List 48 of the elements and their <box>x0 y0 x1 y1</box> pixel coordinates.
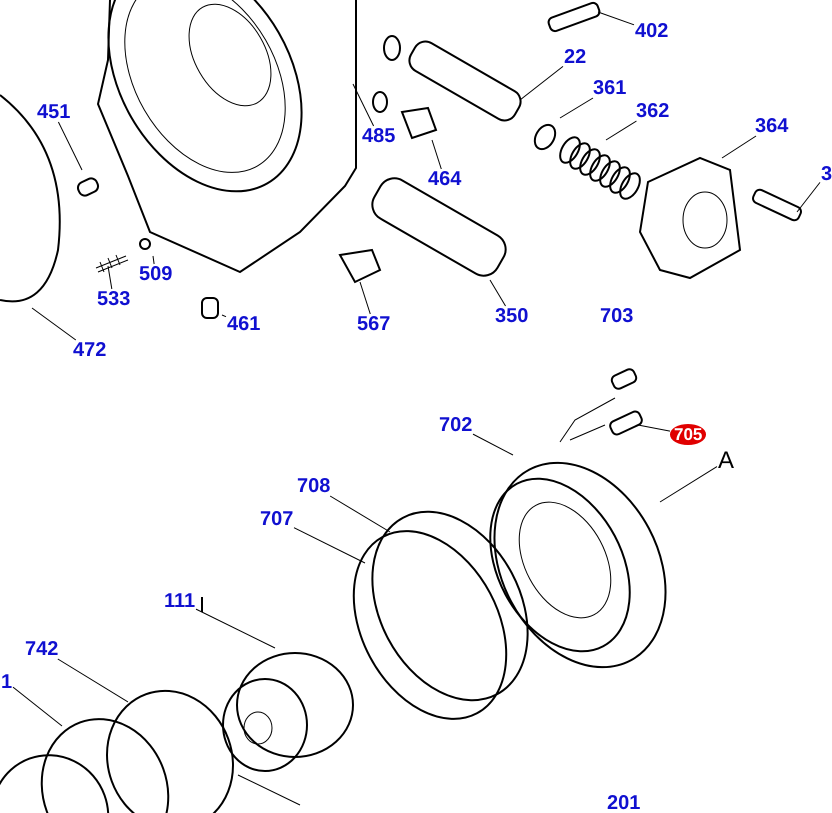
leader-line <box>360 282 371 314</box>
callout-number: 461 <box>226 314 262 334</box>
callout-number: 361 <box>592 78 628 98</box>
leader-line <box>598 12 634 26</box>
leader-line <box>222 314 226 318</box>
leader-line <box>108 266 112 290</box>
callout-number: 485 <box>361 126 396 146</box>
callout-number: 708 <box>296 476 332 496</box>
leader-line <box>722 136 757 158</box>
callout-number: 362 <box>635 101 670 121</box>
callout-number: 111 <box>163 591 196 611</box>
callout-number: 364 <box>754 116 790 136</box>
leader-line <box>472 434 514 456</box>
leader-line <box>152 256 155 264</box>
callout-number: 1 <box>0 672 14 692</box>
callout-number: 703 <box>599 306 634 326</box>
callout-number: 201 <box>606 793 642 813</box>
leader-line <box>12 686 62 726</box>
callout-number: 402 <box>634 21 670 41</box>
callout-number: 705 <box>670 424 706 445</box>
callout-number: 567 <box>356 314 392 334</box>
callout-number: 702 <box>438 415 474 435</box>
leader-line <box>196 608 276 648</box>
leader-line <box>294 527 366 564</box>
callout-number: 533 <box>96 289 132 309</box>
callout-number: 350 <box>494 306 530 326</box>
leader-line <box>330 496 390 532</box>
leader-line <box>638 424 670 432</box>
leader-line <box>352 84 374 126</box>
callout-number: A <box>717 449 736 473</box>
callout-number: 464 <box>427 169 462 189</box>
callout-number: 451 <box>36 102 72 122</box>
leader-line <box>520 66 564 100</box>
leader-line <box>796 182 820 212</box>
leader-line <box>58 122 82 170</box>
leader-line <box>660 466 718 502</box>
callout-number: 22 <box>563 47 588 67</box>
leader-line <box>606 120 637 140</box>
leader-line <box>57 658 128 702</box>
leader-line <box>490 280 506 306</box>
leader-line <box>432 140 442 170</box>
leader-line <box>32 308 76 340</box>
callout-number: 509 <box>138 264 174 284</box>
leader-line <box>560 98 594 118</box>
callout-number: 472 <box>72 340 108 360</box>
callout-number: 3 <box>820 164 832 184</box>
callout-number: 742 <box>24 639 60 659</box>
callout-number: 707 <box>259 509 294 529</box>
